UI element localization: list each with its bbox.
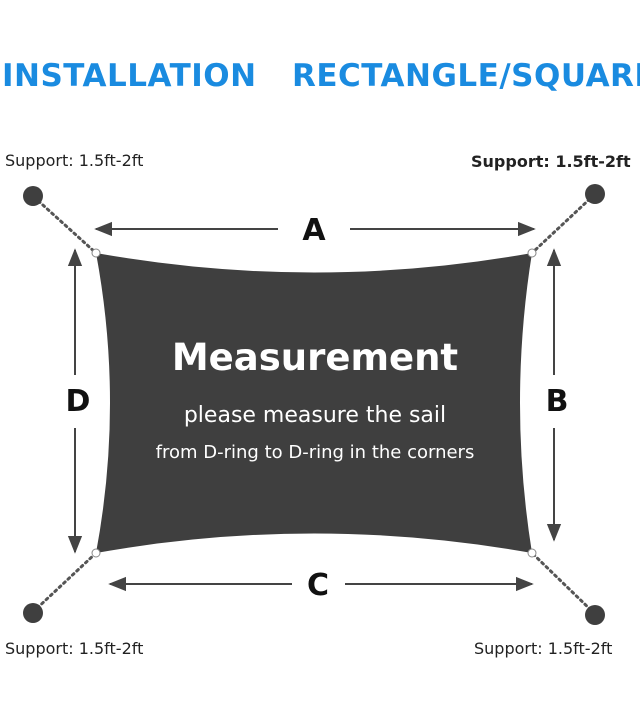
dimension-label-c: C [307,568,329,603]
support-rope-bottom-left [31,551,98,614]
support-label-bottom-right: Support: 1.5ft-2ft [474,639,613,658]
installation-title: INSTALLATION [2,58,257,94]
support-rope-bottom-right [530,551,597,616]
measurement-instruction-line-2: from D-ring to D-ring in the corners [155,442,475,463]
d-ring-bottom-left [91,548,101,558]
support-post-top-left [23,186,43,206]
measurement-instruction-line-1: please measure the sail [183,403,447,428]
support-label-bottom-left: Support: 1.5ft-2ft [5,639,144,658]
d-ring-bottom-right [527,548,537,558]
dimension-label-d: D [66,384,91,419]
support-rope-top-left [32,195,98,255]
support-label-top-right: Support: 1.5ft-2ft [471,152,631,171]
d-ring-top-right [527,248,537,258]
support-post-bottom-left [23,603,43,623]
support-post-top-right [585,184,605,204]
d-ring-top-left [91,248,101,258]
shade-sail [96,253,532,553]
support-rope-top-right [530,193,596,255]
dimension-label-a: A [302,213,326,248]
shape-title: RECTANGLE/SQUARE [292,58,640,94]
support-post-bottom-right [585,605,605,625]
support-label-top-left: Support: 1.5ft-2ft [5,151,144,170]
dimension-label-b: B [546,384,569,419]
measurement-heading: Measurement [171,336,459,379]
